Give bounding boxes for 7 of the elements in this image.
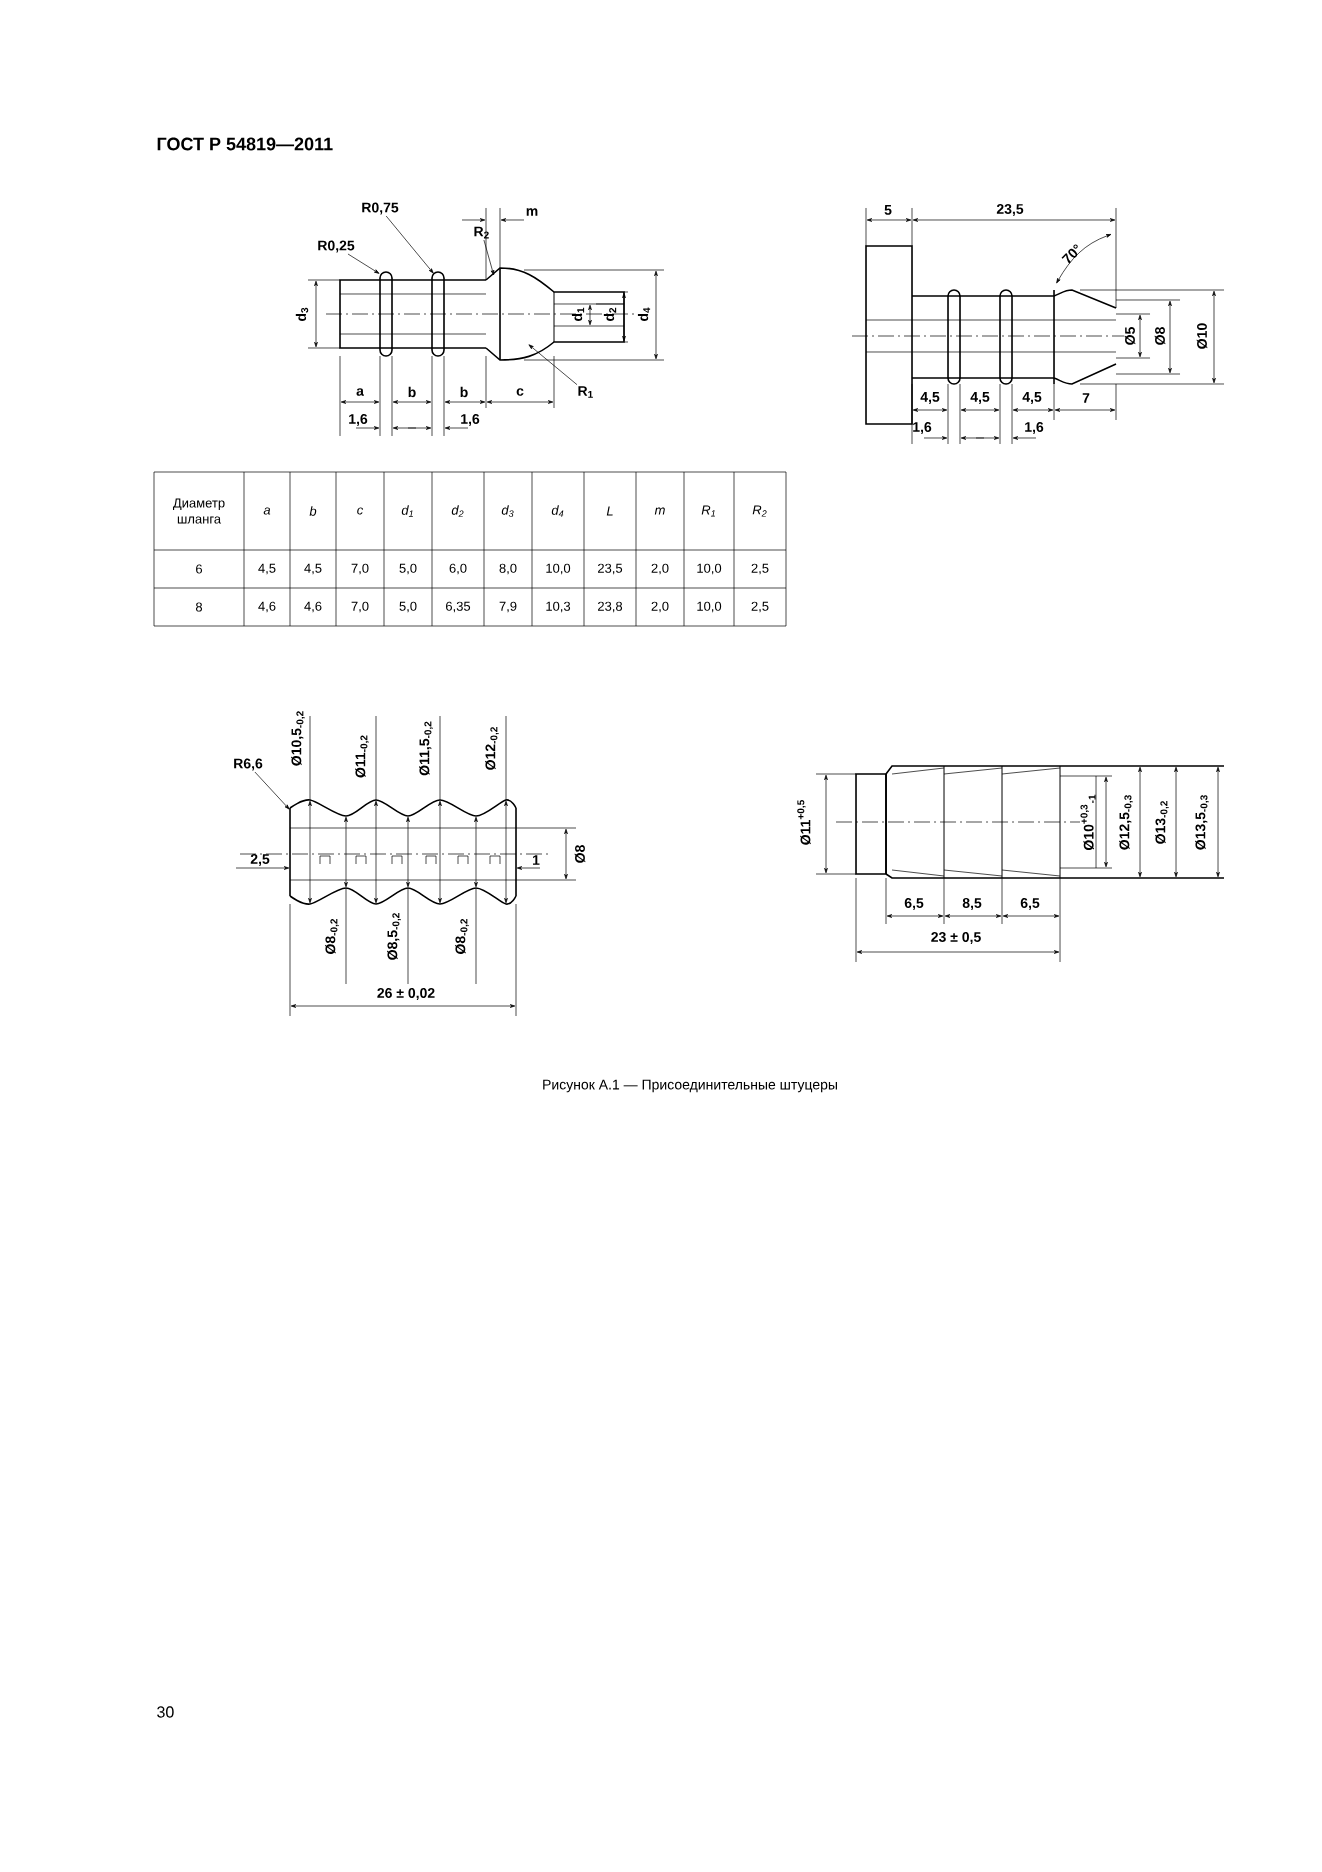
- leader-line: [385, 215, 434, 274]
- leader-line: [528, 344, 578, 385]
- leader-line: [254, 771, 290, 810]
- leader-line: [483, 239, 495, 276]
- page-header: ГОСТ Р 54819—2011: [157, 137, 333, 151]
- leader-line: [347, 253, 380, 274]
- page-number: 30: [157, 1706, 174, 1718]
